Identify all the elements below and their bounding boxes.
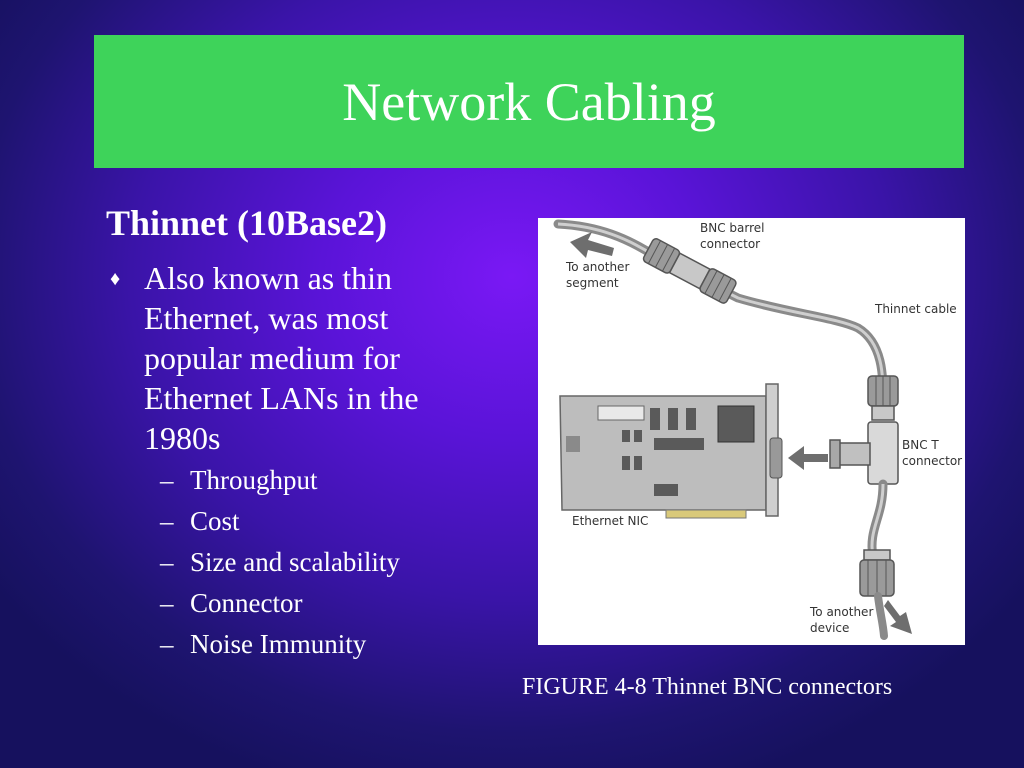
arrow-left-icon bbox=[788, 446, 828, 470]
arrow-down-right-icon bbox=[884, 600, 912, 634]
thinnet-figure: BNC barrel connector To another segment … bbox=[538, 218, 965, 645]
sub-bullet-list: –Throughput –Cost –Size and scalability … bbox=[160, 460, 400, 665]
bnc-t-connector-icon bbox=[829, 421, 899, 485]
section-heading: Thinnet (10Base2) bbox=[106, 203, 388, 243]
title-band: Network Cabling bbox=[94, 35, 964, 168]
list-item: –Connector bbox=[160, 583, 400, 624]
label-bnc-t: BNC T bbox=[902, 438, 939, 452]
diamond-bullet-icon: ♦ bbox=[110, 268, 121, 290]
bnc-plug-icon bbox=[859, 549, 895, 597]
slide-title: Network Cabling bbox=[342, 71, 716, 132]
dash-icon: – bbox=[160, 506, 174, 536]
main-bullet: ♦ Also known as thin Ethernet, was most … bbox=[110, 258, 480, 458]
list-item: –Cost bbox=[160, 501, 400, 542]
label-to-device: To another bbox=[809, 605, 873, 619]
arrow-left-icon bbox=[570, 232, 614, 258]
label-to-device-2: device bbox=[810, 621, 849, 635]
figure-caption: FIGURE 4-8 Thinnet BNC connectors bbox=[522, 674, 893, 700]
label-bnc-barrel-2: connector bbox=[700, 237, 760, 251]
list-item: –Size and scalability bbox=[160, 542, 400, 583]
main-bullet-text: Also known as thin Ethernet, was most po… bbox=[144, 260, 419, 456]
label-bnc-t-2: connector bbox=[902, 454, 962, 468]
label-to-segment: To another bbox=[565, 260, 629, 274]
list-item: –Noise Immunity bbox=[160, 624, 400, 665]
thinnet-illustration: BNC barrel connector To another segment … bbox=[553, 219, 962, 640]
dash-icon: – bbox=[160, 547, 174, 577]
label-to-segment-2: segment bbox=[566, 276, 619, 290]
bnc-barrel-connector-icon bbox=[642, 238, 737, 304]
bnc-plug-icon bbox=[867, 375, 899, 421]
list-item: –Throughput bbox=[160, 460, 400, 501]
label-ethernet-nic: Ethernet NIC bbox=[572, 514, 648, 528]
label-bnc-barrel: BNC barrel bbox=[700, 221, 764, 235]
dash-icon: – bbox=[160, 588, 174, 618]
dash-icon: – bbox=[160, 465, 174, 495]
ethernet-nic-icon bbox=[559, 383, 783, 519]
dash-icon: – bbox=[160, 629, 174, 659]
label-thinnet-cable: Thinnet cable bbox=[874, 302, 957, 316]
